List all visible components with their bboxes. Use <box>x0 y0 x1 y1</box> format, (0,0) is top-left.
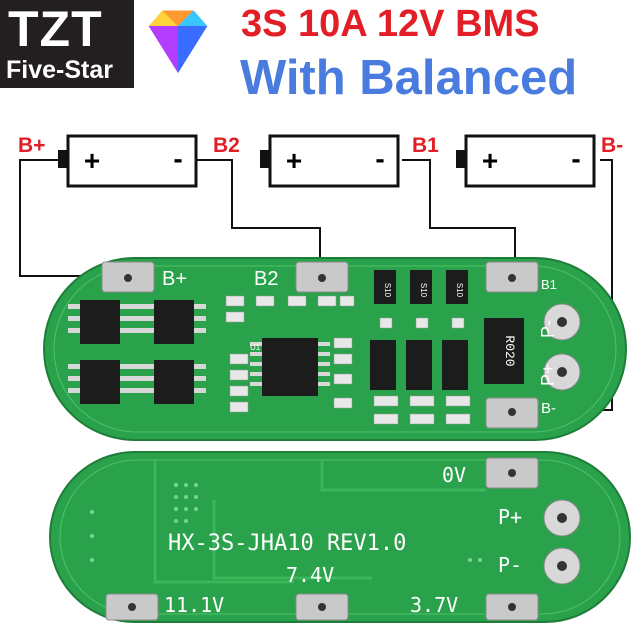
logo-brand-text: TZT <box>8 1 103 57</box>
voltage-7v4: 7.4V <box>286 563 334 587</box>
battery-plus-1: + <box>84 145 100 176</box>
product-subtitle: With Balanced <box>240 51 578 105</box>
voltage-11v1: 11.1V <box>164 593 224 617</box>
battery-plus-2: + <box>286 145 302 176</box>
label-b-minus: B- <box>601 134 623 157</box>
label-b1: B1 <box>412 134 439 157</box>
pad-label-b-minus: B- <box>541 400 556 417</box>
brand-logo: TZT Five-Star <box>0 0 134 88</box>
battery-plus-3: + <box>482 145 498 176</box>
battery-1: + - <box>58 134 198 188</box>
resistor-mark-1: S10 <box>383 283 392 298</box>
pad-label-0v: 0V <box>442 463 466 487</box>
pcb-top: S10 S10 S10 R020 B+ B2 B1 P- P+ B- <box>43 257 627 441</box>
product-title: 3S 10A 12V BMS <box>241 3 540 45</box>
label-b2: B2 <box>213 134 240 157</box>
pad-label-p-minus-bottom: P- <box>498 553 522 577</box>
pad-label-b-plus: B+ <box>162 268 187 290</box>
pcb-bottom: HX-3S-JHA10 REV1.0 0V P+ P- 7.4V 11.1V 3… <box>49 451 631 623</box>
pad-label-b2: B2 <box>254 268 278 290</box>
pad-label-p-plus-bottom: P+ <box>498 505 522 529</box>
battery-minus-2: - <box>375 143 384 174</box>
battery-minus-1: - <box>173 143 182 174</box>
logo-subtitle: Five-Star <box>6 56 113 84</box>
shunt-mark: R020 <box>502 335 517 366</box>
chip-label: U1 <box>250 343 261 352</box>
battery-2: + - <box>260 134 400 188</box>
resistor-mark-2: S10 <box>419 283 428 298</box>
diamond-icon <box>147 9 209 75</box>
pad-label-p-minus: P- <box>538 320 558 338</box>
label-b-plus: B+ <box>18 134 45 157</box>
battery-minus-3: - <box>571 143 580 174</box>
voltage-3v7: 3.7V <box>410 593 458 617</box>
pad-label-b1: B1 <box>541 277 557 292</box>
pad-label-p-plus: P+ <box>538 363 558 386</box>
board-silkscreen: HX-3S-JHA10 REV1.0 <box>168 531 406 556</box>
battery-3: + - <box>456 134 596 188</box>
resistor-mark-3: S10 <box>455 283 464 298</box>
